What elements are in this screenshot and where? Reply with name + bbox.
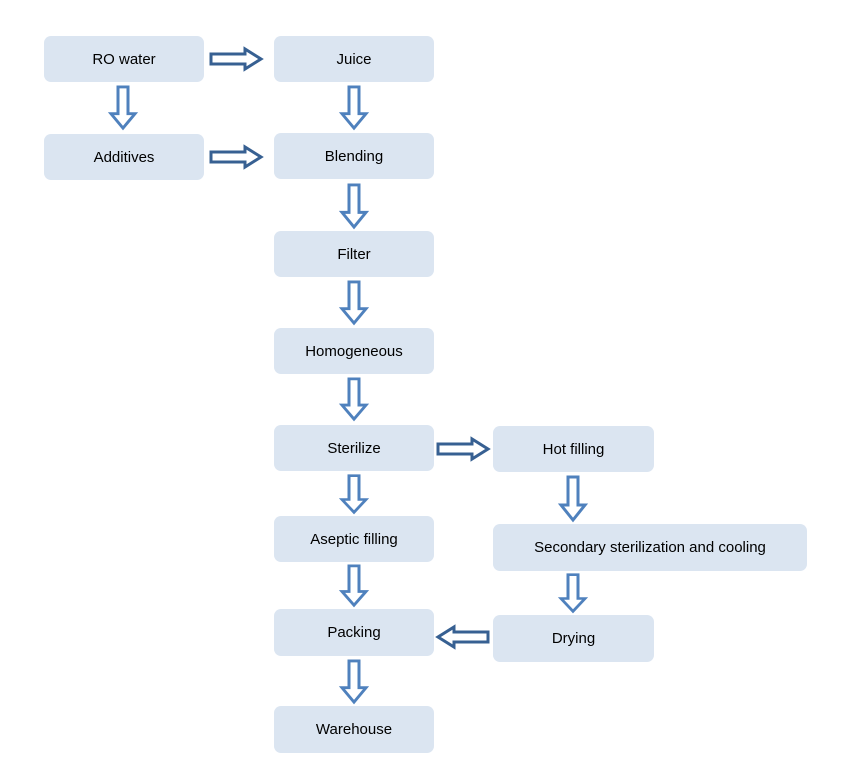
- arrow-secondary-to-drying: [557, 573, 589, 614]
- node-secondary-sterilization-cooling: Secondary sterilization and cooling: [493, 524, 807, 571]
- node-homogeneous-label: Homogeneous: [305, 342, 403, 360]
- arrow-packing-to-warehouse: [338, 659, 370, 705]
- node-additives-label: Additives: [93, 148, 155, 166]
- arrow-ro-water-to-additives: [107, 85, 139, 131]
- node-ro-water-label: RO water: [92, 50, 156, 68]
- node-additives: Additives: [44, 134, 204, 180]
- node-aseptic-filling-label: Aseptic filling: [310, 530, 398, 548]
- arrow-hot-filling-to-secondary: [557, 475, 589, 523]
- arrow-drying-to-packing: [435, 624, 490, 650]
- node-sterilize-label: Sterilize: [327, 439, 381, 457]
- arrow-aseptic-filling-to-packing: [338, 564, 370, 608]
- node-warehouse-label: Warehouse: [315, 721, 393, 738]
- node-blending: Blending: [274, 133, 434, 179]
- node-blending-label: Blending: [324, 147, 384, 165]
- arrow-homogeneous-to-sterilize: [338, 377, 370, 422]
- node-filter-label: Filter: [337, 245, 371, 263]
- node-juice: Juice: [274, 36, 434, 82]
- arrow-blending-to-filter: [338, 183, 370, 230]
- node-drying-label: Drying: [551, 630, 596, 647]
- node-packing-label: Packing: [327, 624, 381, 641]
- node-hot-filling: Hot filling: [493, 426, 654, 472]
- node-secondary-sterilization-cooling-label: Secondary sterilization and cooling: [534, 539, 766, 556]
- node-juice-label: Juice: [336, 50, 372, 68]
- arrow-sterilize-to-aseptic-filling: [338, 474, 370, 515]
- arrow-sterilize-to-hot-filling: [436, 436, 491, 462]
- node-packing: Packing: [274, 609, 434, 656]
- arrow-additives-to-blending: [209, 144, 264, 170]
- node-sterilize: Sterilize: [274, 425, 434, 471]
- node-filter: Filter: [274, 231, 434, 277]
- arrow-juice-to-blending: [338, 85, 370, 131]
- arrow-filter-to-homogeneous: [338, 280, 370, 326]
- arrow-ro-water-to-juice: [209, 46, 264, 72]
- node-homogeneous: Homogeneous: [274, 328, 434, 374]
- node-ro-water: RO water: [44, 36, 204, 82]
- node-warehouse: Warehouse: [274, 706, 434, 753]
- node-hot-filling-label: Hot filling: [542, 440, 605, 458]
- node-aseptic-filling: Aseptic filling: [274, 516, 434, 562]
- node-drying: Drying: [493, 615, 654, 662]
